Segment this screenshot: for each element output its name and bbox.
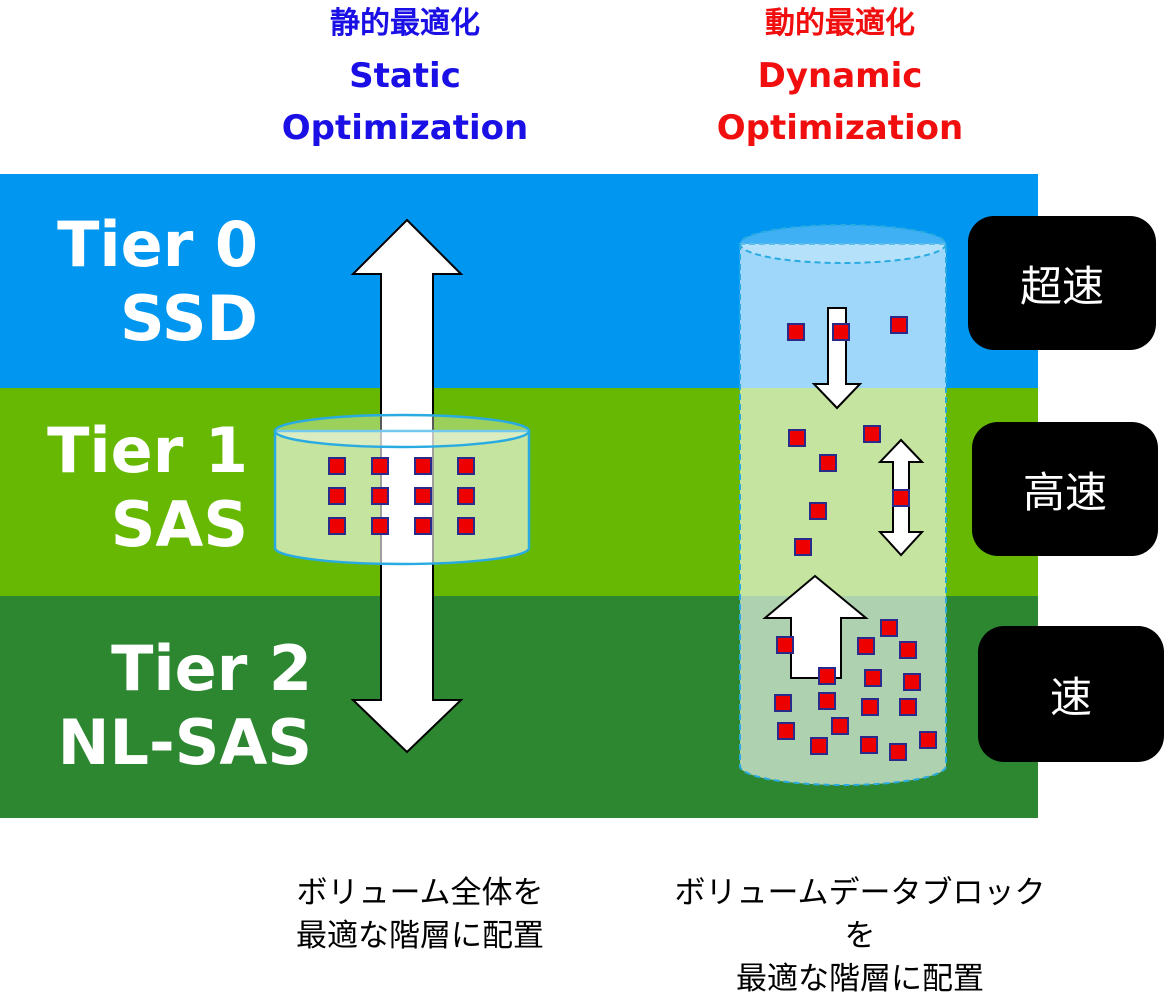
static-data-block <box>371 487 389 505</box>
static-data-block <box>328 487 346 505</box>
dynamic-data-block <box>919 731 937 749</box>
static-heading-en-line2: Optimization <box>281 108 529 148</box>
dynamic-data-block <box>880 619 898 637</box>
static-data-block <box>457 487 475 505</box>
dynamic-data-blocks <box>774 316 937 761</box>
dynamic-caption-line2: 最適な階層に配置 <box>736 961 984 997</box>
dynamic-data-block <box>776 636 794 654</box>
dynamic-data-block <box>818 692 836 710</box>
static-data-block <box>457 517 475 535</box>
dynamic-data-block <box>857 637 875 655</box>
dynamic-data-block <box>810 737 828 755</box>
dynamic-data-block <box>903 673 921 691</box>
static-cylinder-top <box>273 413 531 449</box>
dynamic-data-block <box>899 698 917 716</box>
dynamic-data-block <box>818 667 836 685</box>
static-data-block <box>328 517 346 535</box>
static-data-block <box>371 517 389 535</box>
dynamic-heading-jp: 動的最適化 <box>765 6 915 41</box>
dynamic-up-arrow-icon <box>762 574 869 679</box>
dynamic-cylinder-top <box>739 224 947 264</box>
tier-1-media: SAS <box>110 488 248 561</box>
dynamic-optimization-heading: 動的最適化 Dynamic Optimization <box>670 0 1010 154</box>
dynamic-data-block <box>774 694 792 712</box>
static-cylinder-body <box>273 429 531 566</box>
static-data-block <box>414 487 432 505</box>
dynamic-data-block <box>861 698 879 716</box>
speed-badge-high-speed: 高速 <box>972 422 1158 556</box>
dynamic-data-block <box>809 502 827 520</box>
dynamic-data-block <box>794 538 812 556</box>
dynamic-caption: ボリュームデータブロックを 最適な階層に配置 <box>660 872 1060 1001</box>
static-optimization-heading: 静的最適化 Static Optimization <box>240 0 570 154</box>
static-caption-line2: 最適な階層に配置 <box>296 918 544 954</box>
dynamic-data-block <box>787 323 805 341</box>
static-data-block <box>414 517 432 535</box>
tier-1-label: Tier 1 SAS <box>20 414 248 562</box>
dynamic-data-block <box>832 323 850 341</box>
dynamic-data-block <box>788 429 806 447</box>
tier-0-label: Tier 0 SSD <box>20 208 258 356</box>
speed-badge-fast: 速 <box>978 626 1164 762</box>
dynamic-down-arrow-icon <box>811 307 863 410</box>
tiering-diagram <box>273 218 947 786</box>
static-caption: ボリューム全体を 最適な階層に配置 <box>250 872 590 958</box>
static-heading-jp: 静的最適化 <box>330 6 480 41</box>
dynamic-data-block <box>864 669 882 687</box>
dynamic-data-block <box>819 454 837 472</box>
dynamic-data-block <box>890 316 908 334</box>
static-heading-en-line1: Static <box>349 56 461 96</box>
dynamic-data-block <box>863 425 881 443</box>
tier-2-label: Tier 2 NL-SAS <box>20 632 312 780</box>
static-data-block <box>371 457 389 475</box>
tier-0-name: Tier 0 <box>57 208 258 281</box>
static-data-blocks <box>328 457 475 535</box>
tier-1-name: Tier 1 <box>47 414 248 487</box>
dynamic-data-block <box>889 743 907 761</box>
dynamic-data-block <box>831 717 849 735</box>
static-data-block <box>328 457 346 475</box>
speed-badge-ultra-fast: 超速 <box>968 216 1156 350</box>
dynamic-data-block <box>777 722 795 740</box>
static-volume-cylinder <box>273 413 531 566</box>
dynamic-caption-line1: ボリュームデータブロックを <box>674 875 1046 954</box>
dynamic-data-block <box>860 736 878 754</box>
tier-0-media: SSD <box>120 282 258 355</box>
static-data-block <box>457 457 475 475</box>
static-data-block <box>414 457 432 475</box>
tier-2-name: Tier 2 <box>111 632 312 705</box>
tier-2-media: NL-SAS <box>57 706 312 779</box>
dynamic-data-block <box>892 489 910 507</box>
dynamic-heading-en-line1: Dynamic <box>757 56 923 96</box>
static-caption-line1: ボリューム全体を <box>296 875 544 911</box>
dynamic-data-block <box>899 641 917 659</box>
dynamic-heading-en-line2: Optimization <box>716 108 964 148</box>
